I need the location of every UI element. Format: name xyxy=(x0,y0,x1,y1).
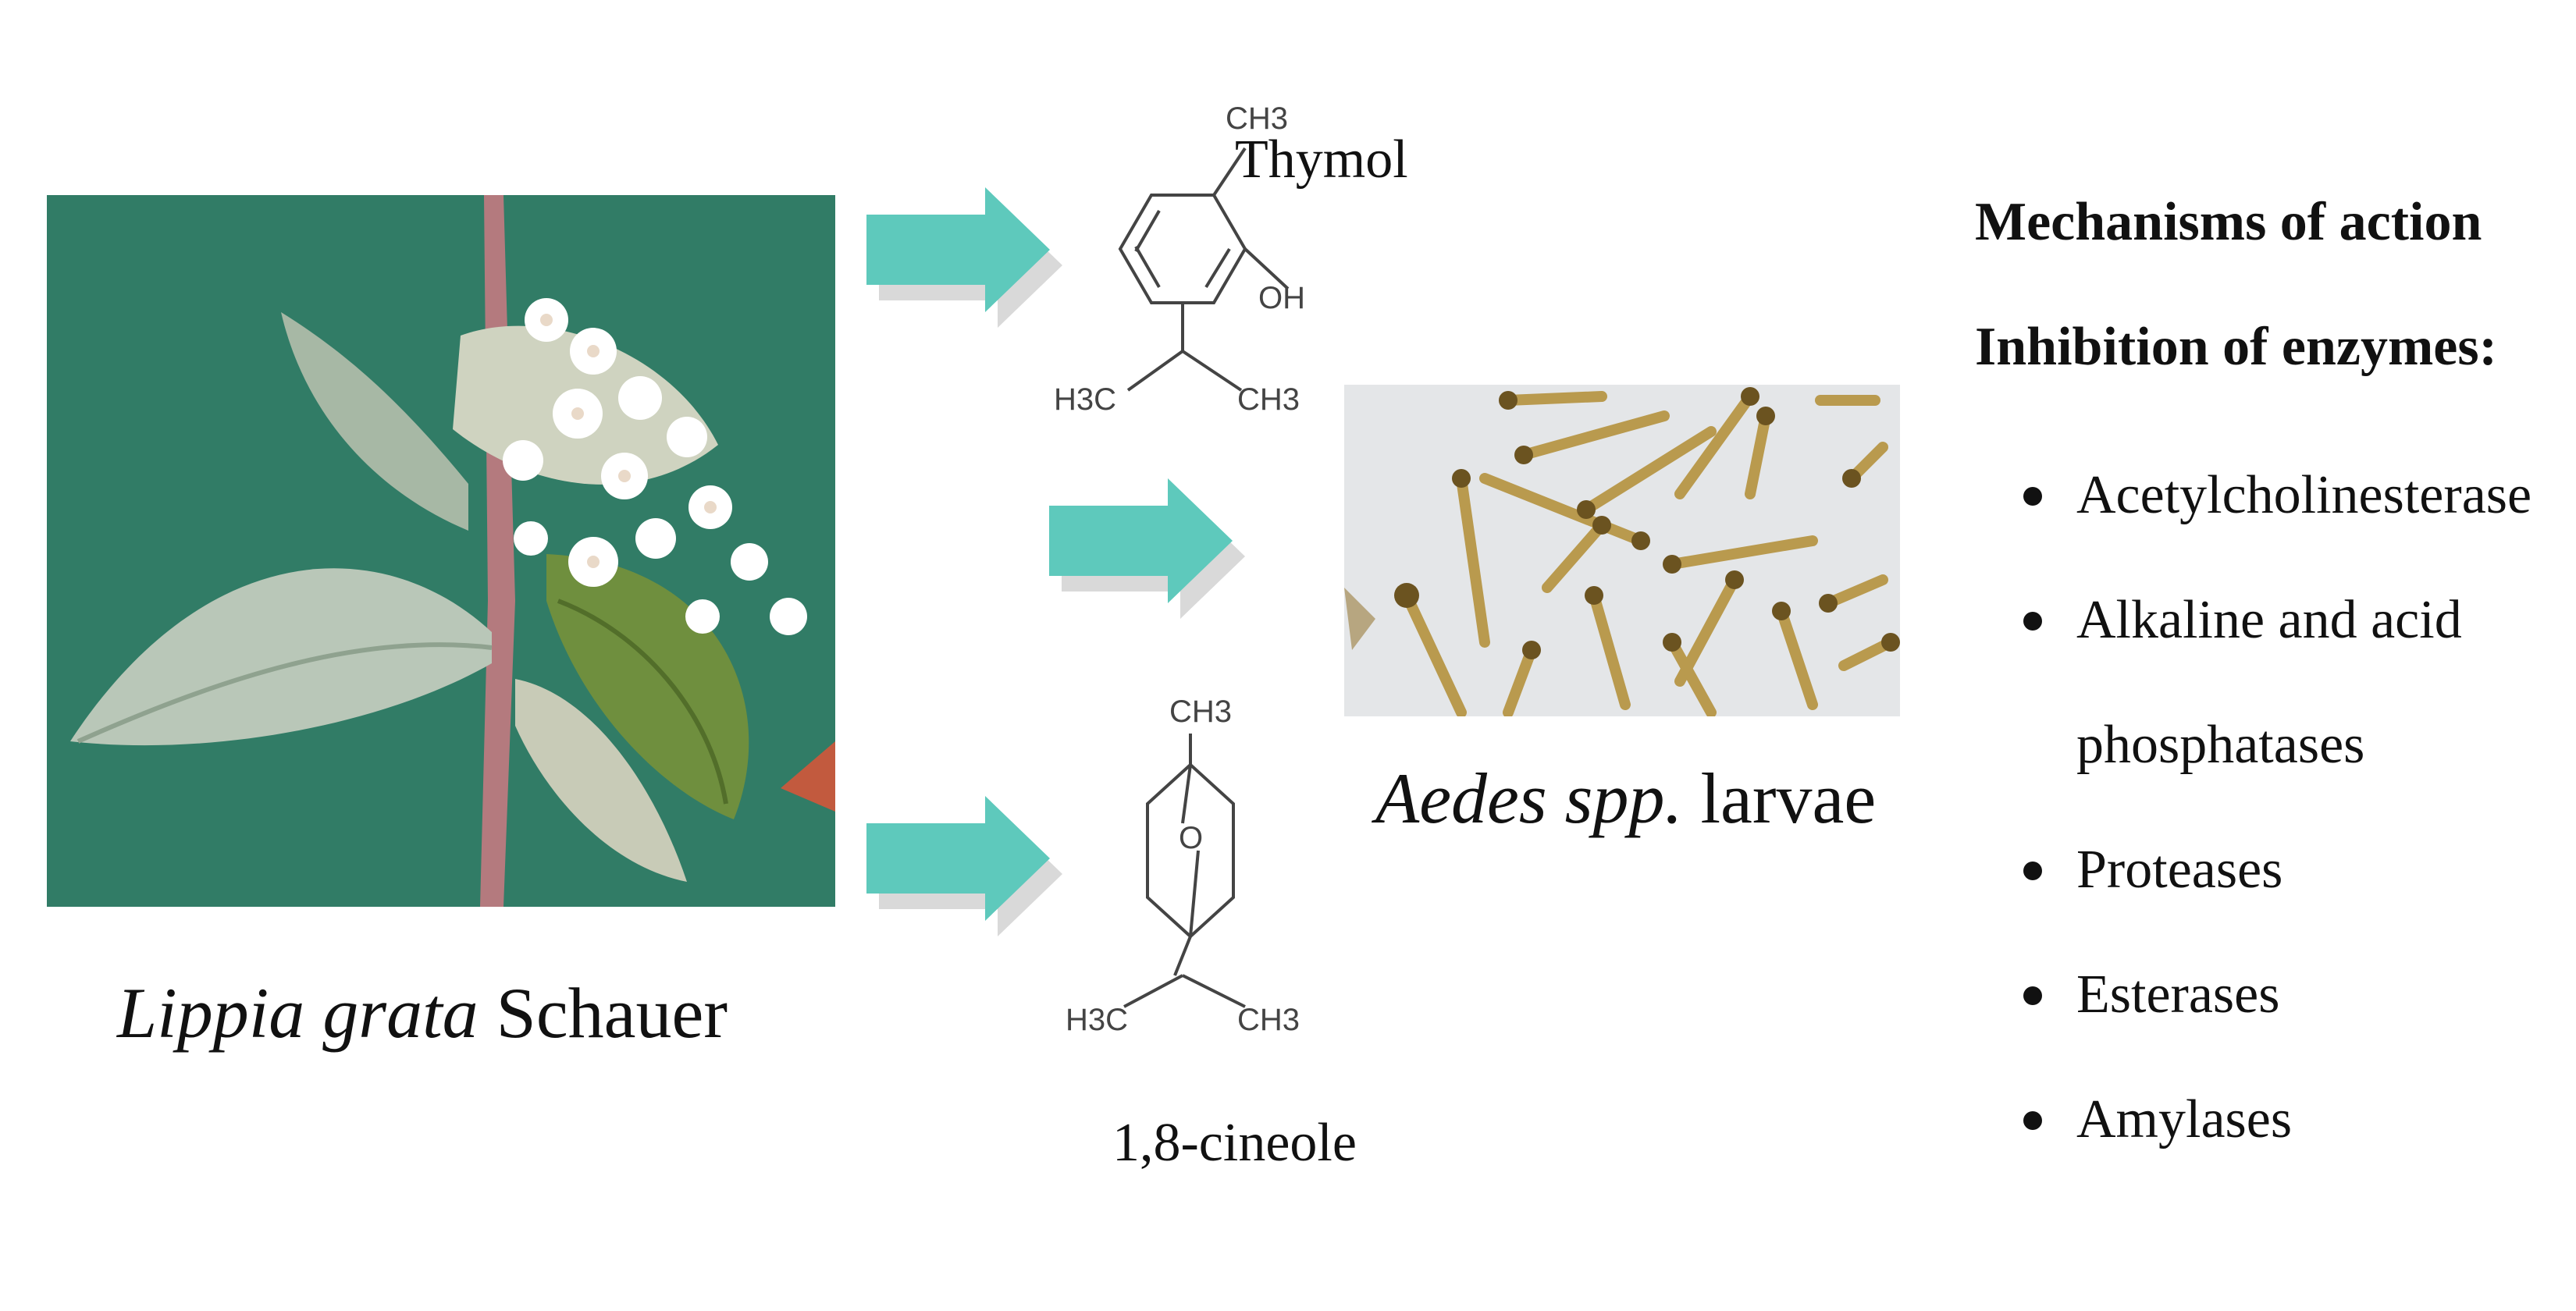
plant-caption: Lippia grata Schauer xyxy=(117,972,728,1054)
list-item: Acetylcholinesterase xyxy=(1975,433,2576,558)
thymol-group-right: CH3 xyxy=(1237,382,1300,417)
larvae-heads xyxy=(1394,387,1900,659)
larvae-photo-background xyxy=(1344,385,1900,716)
cineole-structure: CH3 O H3C CH3 xyxy=(1066,695,1300,1037)
cineole-group-right: CH3 xyxy=(1237,1003,1300,1037)
enzyme-item-label: Proteases xyxy=(2076,840,2283,900)
thymol-group-oh: OH xyxy=(1258,281,1305,315)
plant-photo xyxy=(47,195,835,907)
list-item: Proteases xyxy=(1975,808,2576,933)
cineole-label: 1,8-cineole xyxy=(1112,1113,1357,1173)
mechanisms-title: Mechanisms of action xyxy=(1975,192,2482,252)
enzyme-item-label: Esterases xyxy=(2076,965,2280,1025)
enzyme-item-label: Alkaline and acid phosphatases xyxy=(2076,590,2462,775)
list-item: Amylases xyxy=(1975,1057,2576,1182)
larvae-caption-rest: larvae xyxy=(1682,759,1877,838)
arrow-plant-to-thymol xyxy=(866,187,1062,328)
larvae-caption: Aedes spp. larvae xyxy=(1375,757,1876,840)
thymol-group-left: H3C xyxy=(1054,382,1116,417)
mechanisms-subtitle: Inhibition of enzymes: xyxy=(1975,317,2497,377)
arrow-plant-to-cineole xyxy=(866,796,1062,936)
plant-leaf-upper xyxy=(281,312,468,531)
enzyme-item-label: Acetylcholinesterase xyxy=(2076,465,2532,525)
arrow-to-larvae xyxy=(1049,478,1245,619)
enzyme-item-label: Amylases xyxy=(2076,1089,2293,1149)
list-item: Esterases xyxy=(1975,933,2576,1057)
thymol-label: Thymol xyxy=(1235,130,1408,190)
thymol-group-top: CH3 xyxy=(1226,101,1288,136)
larvae-photo xyxy=(1344,385,1900,716)
larvae-caption-genus: Aedes spp. xyxy=(1375,759,1683,838)
cineole-group-top: CH3 xyxy=(1169,695,1232,729)
cineole-group-o: O xyxy=(1179,821,1203,855)
plant-flower-spike-lower xyxy=(515,679,687,882)
thymol-structure: CH3 OH H3C CH3 xyxy=(1054,101,1305,417)
plant-caption-species: Lippia grata xyxy=(117,973,479,1053)
enzyme-list: Acetylcholinesterase Alkaline and acid p… xyxy=(1975,433,2576,1182)
cineole-group-left: H3C xyxy=(1066,1003,1128,1037)
larvae-bodies xyxy=(1401,391,1896,716)
plant-caption-author: Schauer xyxy=(478,973,728,1053)
list-item: Alkaline and acid phosphatases xyxy=(1975,558,2576,808)
